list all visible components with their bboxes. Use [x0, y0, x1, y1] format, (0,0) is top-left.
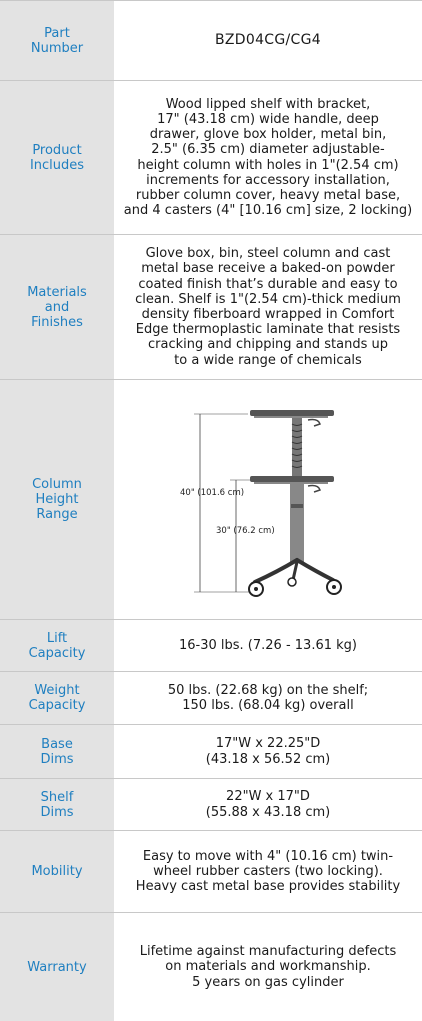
value-product-includes: Wood lipped shelf with bracket, 17" (43.… [123, 96, 413, 219]
label-warranty: Warranty [0, 913, 114, 1021]
value-part-number: BZD04CG/CG4 [215, 31, 321, 48]
label-weight-capacity: Weight Capacity [0, 672, 114, 724]
row-weight-capacity: Weight Capacity 50 lbs. (22.68 kg) on th… [0, 671, 422, 724]
row-lift-capacity: Lift Capacity 16-30 lbs. (7.26 - 13.61 k… [0, 619, 422, 671]
row-materials-finishes: Materials and Finishes Glove box, bin, s… [0, 234, 422, 379]
value-mobility: Easy to move with 4" (10.16 cm) twin- wh… [135, 848, 401, 895]
row-warranty: Warranty Lifetime against manufacturing … [0, 912, 422, 1021]
label-base-dims: Base Dims [0, 725, 114, 778]
row-base-dims: Base Dims 17"W x 22.25"D (43.18 x 56.52 … [0, 724, 422, 778]
value-base-dims: 17"W x 22.25"D (43.18 x 56.52 cm) [205, 736, 331, 767]
label-shelf-dims: Shelf Dims [0, 779, 114, 830]
label-materials-finishes: Materials and Finishes [0, 235, 114, 379]
label-part-number: Part Number [0, 1, 114, 80]
value-lift-capacity: 16-30 lbs. (7.26 - 13.61 kg) [179, 637, 357, 653]
label-mobility: Mobility [0, 831, 114, 912]
row-mobility: Mobility Easy to move with 4" (10.16 cm)… [0, 830, 422, 912]
cart-illustration [194, 409, 342, 597]
value-warranty: Lifetime against manufacturing defects o… [139, 944, 397, 990]
value-weight-capacity: 50 lbs. (22.68 kg) on the shelf; 150 lbs… [167, 682, 369, 713]
min-height-label: 30" (76.2 cm) [216, 525, 275, 536]
label-column-height-range: Column Height Range [0, 380, 114, 619]
row-column-height-range: Column Height Range [0, 379, 422, 619]
max-height-label: 40" (101.6 cm) [180, 487, 245, 498]
row-shelf-dims: Shelf Dims 22"W x 17"D (55.88 x 43.18 cm… [0, 778, 422, 830]
row-part-number: Part Number BZD04CG/CG4 [0, 0, 422, 80]
label-lift-capacity: Lift Capacity [0, 620, 114, 671]
cart-height-diagram: 40" (101.6 cm) 30" (76.2 cm) [180, 384, 348, 616]
value-column-height-range: 40" (101.6 cm) 30" (76.2 cm) [114, 380, 422, 619]
value-materials-finishes: Glove box, bin, steel column and cast me… [135, 246, 401, 368]
row-product-includes: Product Includes Wood lipped shelf with … [0, 80, 422, 234]
label-product-includes: Product Includes [0, 81, 114, 234]
value-shelf-dims: 22"W x 17"D (55.88 x 43.18 cm) [205, 789, 331, 820]
